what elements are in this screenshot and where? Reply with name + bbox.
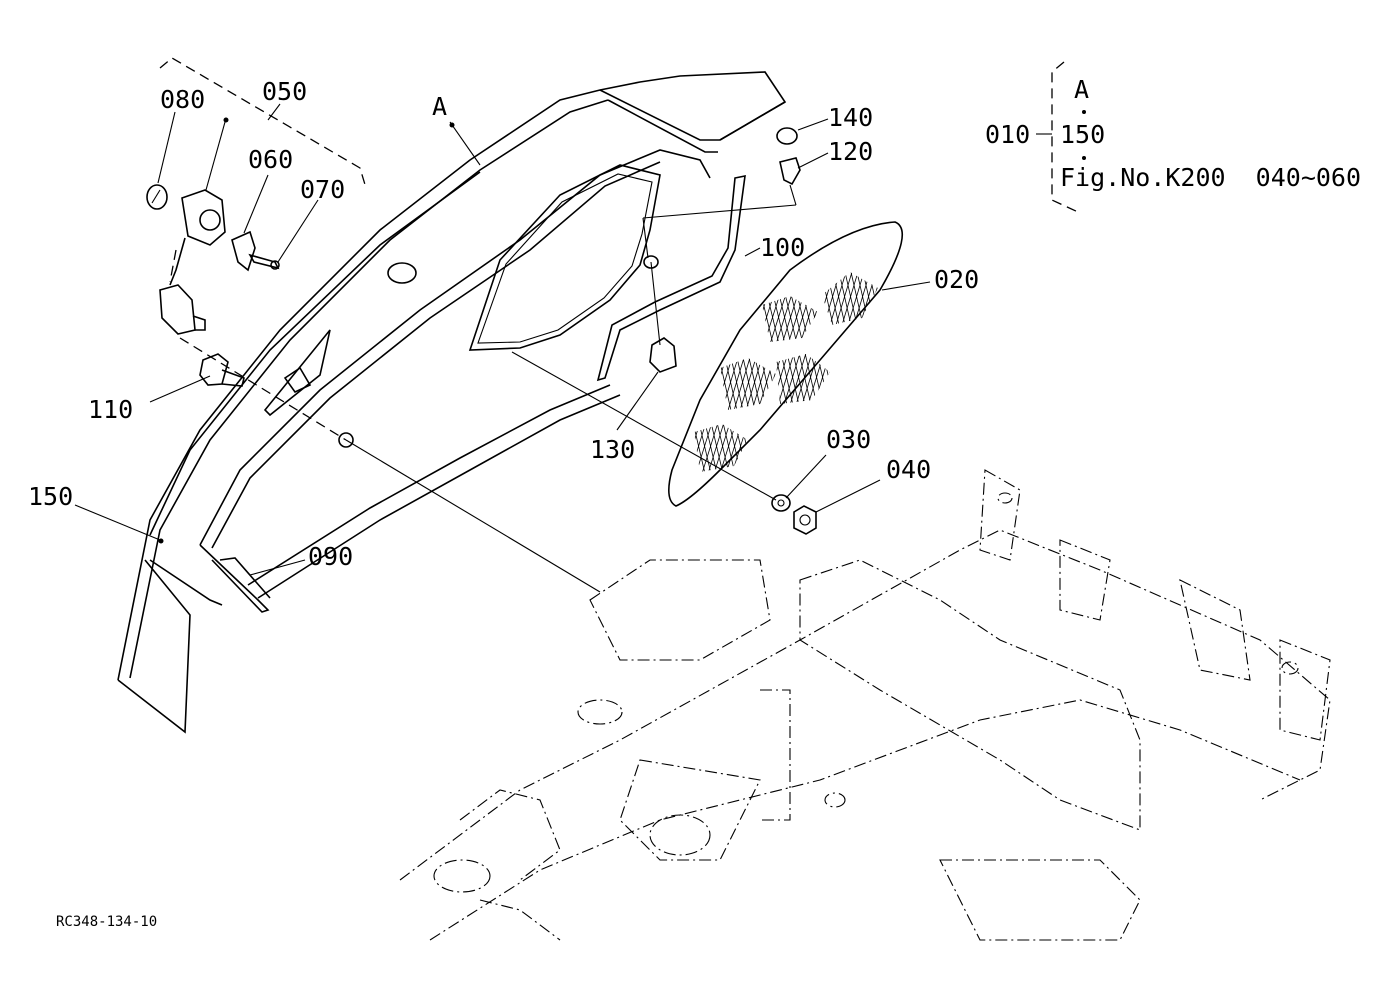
label-120: 120 xyxy=(828,137,873,166)
lock-assembly xyxy=(146,184,280,335)
figure-code: RC348-134-10 xyxy=(56,914,157,930)
legend-bracket xyxy=(1036,61,1079,213)
marker-dots xyxy=(158,110,1086,544)
label-110: 110 xyxy=(88,395,133,424)
mesh-patch xyxy=(822,272,878,325)
label-050: 050 xyxy=(262,77,307,106)
label-130: 130 xyxy=(590,435,635,464)
leader-lines xyxy=(74,103,931,593)
label-020: 020 xyxy=(934,265,979,294)
washer-030 xyxy=(771,494,791,512)
mesh-patch xyxy=(694,424,748,472)
label-030: 030 xyxy=(826,425,871,454)
label-040: 040 xyxy=(886,455,931,484)
part-labels: 080 050 060 070 A 140 120 100 020 110 13… xyxy=(28,77,979,571)
label-140: 140 xyxy=(828,103,873,132)
label-A: A xyxy=(432,92,447,121)
mesh-screen-020 xyxy=(668,221,903,507)
seal-strip-100 xyxy=(596,174,746,382)
label-080: 080 xyxy=(160,85,205,114)
bolt-110 xyxy=(199,353,245,387)
assembly-legend: 010 A 150 Fig.No.K200 040~060 xyxy=(985,75,1361,192)
legend-line-3: Fig.No.K200 040~060 xyxy=(1060,163,1361,192)
label-150: 150 xyxy=(28,482,73,511)
screw-140-120 xyxy=(776,127,801,186)
nut-040 xyxy=(793,505,817,535)
label-100: 100 xyxy=(760,233,805,262)
legend-line-1: A xyxy=(1074,75,1089,104)
pin-130 xyxy=(643,255,677,373)
legend-line-2: 150 xyxy=(1060,120,1105,149)
label-070: 070 xyxy=(300,175,345,204)
group-bracket-050 xyxy=(159,57,367,189)
label-090: 090 xyxy=(308,542,353,571)
bonnet-cover xyxy=(117,71,787,734)
label-060: 060 xyxy=(248,145,293,174)
legend-assembly: 010 xyxy=(985,120,1030,149)
mesh-patch xyxy=(762,296,818,342)
chassis-frame xyxy=(399,469,1331,941)
